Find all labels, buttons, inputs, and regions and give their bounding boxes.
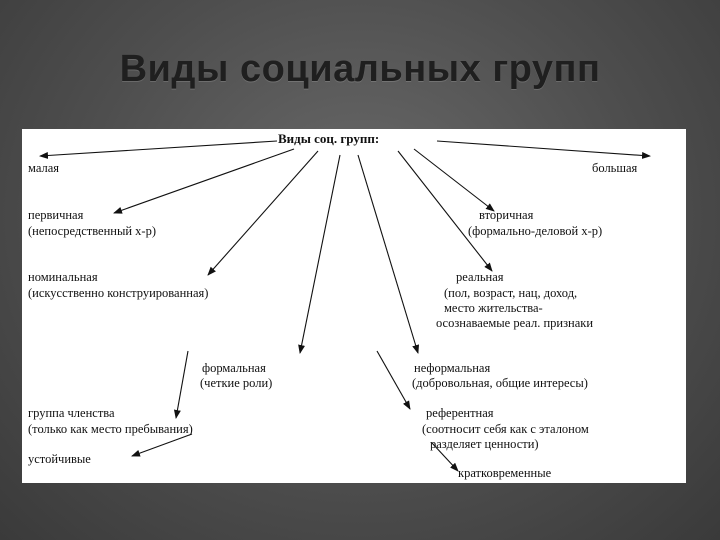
arrow-to-kratkovremennye bbox=[431, 442, 459, 472]
node-bolshaya: большая bbox=[592, 161, 638, 175]
node-realnaya-desc-3: осознаваемые реал. признаки bbox=[436, 316, 594, 330]
node-referentnaya-desc-1: (соотносит себя как с эталоном bbox=[422, 422, 589, 436]
node-ustoichivye: устойчивые bbox=[28, 452, 91, 466]
node-vtorichnaya: вторичная bbox=[479, 208, 534, 222]
slide-title: Виды социальных групп bbox=[119, 48, 601, 90]
node-gruppa-chlenstva: группа членства bbox=[28, 406, 115, 420]
node-pervichnaya-desc: (непосредственный х-р) bbox=[28, 224, 156, 238]
node-formalnaya: формальная bbox=[202, 361, 266, 375]
node-realnaya-desc-2: место жительства- bbox=[444, 301, 543, 315]
arrow-to-gruppa-chlenstva bbox=[173, 350, 189, 419]
diagram-arrows bbox=[39, 140, 651, 472]
node-pervichnaya: первичная bbox=[28, 208, 84, 222]
arrow-to-bolshaya bbox=[436, 140, 651, 159]
arrow-to-pervichnaya bbox=[113, 148, 295, 214]
arrow-to-ustoichivye bbox=[131, 433, 193, 457]
node-kratkovremennye: кратковременные bbox=[458, 466, 552, 480]
arrow-to-neformalnaya bbox=[357, 154, 420, 354]
node-realnaya-desc-1: (пол, возраст, нац, доход, bbox=[444, 286, 578, 300]
node-neformalnaya-desc: (добровольная, общие интересы) bbox=[412, 376, 588, 390]
node-referentnaya: референтная bbox=[426, 406, 494, 420]
node-neformalnaya: неформальная bbox=[414, 361, 491, 375]
node-formalnaya-desc: (четкие роли) bbox=[200, 376, 273, 390]
root-node: Виды соц. групп: bbox=[278, 131, 380, 146]
node-vtorichnaya-desc: (формально-деловой х-р) bbox=[468, 224, 603, 238]
node-gruppa-chlenstva-desc: (только как место пребывания) bbox=[28, 422, 193, 436]
arrow-to-malaya bbox=[39, 140, 278, 159]
node-malaya: малая bbox=[28, 161, 60, 175]
arrow-to-realnaya bbox=[397, 150, 493, 272]
arrow-to-formalnaya bbox=[298, 154, 341, 354]
node-nominalnaya: номинальная bbox=[28, 270, 98, 284]
node-realnaya: реальная bbox=[456, 270, 504, 284]
arrow-to-vtorichnaya bbox=[413, 148, 495, 212]
arrow-to-nominalnaya bbox=[207, 150, 319, 276]
node-nominalnaya-desc: (искусственно конструированная) bbox=[28, 286, 209, 300]
node-referentnaya-desc-2: разделяет ценности) bbox=[430, 437, 539, 451]
social-groups-diagram: Виды соц. групп: малая большая первичная… bbox=[22, 129, 686, 483]
arrow-to-referentnaya bbox=[376, 350, 411, 410]
